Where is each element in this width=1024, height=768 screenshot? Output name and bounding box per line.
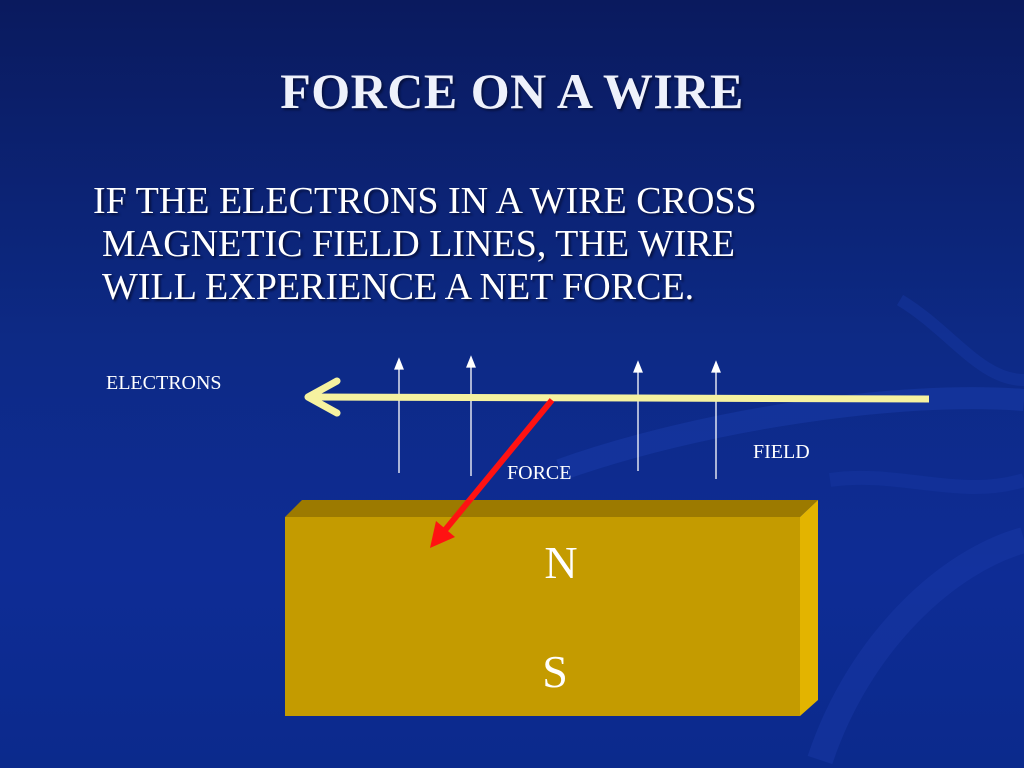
magnet-north-label: N	[544, 537, 578, 588]
bullet-line-3: WILL EXPERIENCE A NET FORCE.	[102, 266, 695, 308]
field-lines	[394, 355, 721, 479]
slide-bullet-text: IF THE ELECTRONS IN A WIRE CROSS MAGNETI…	[93, 180, 933, 309]
magnet-south-label: S	[542, 646, 568, 697]
field-line-arrowhead	[711, 360, 721, 373]
magnet-front-face	[285, 517, 800, 716]
slide-title: FORCE ON A WIRE	[280, 63, 744, 119]
wire-electron-arrow	[309, 393, 930, 403]
electrons-label: ELECTRONS	[106, 372, 222, 394]
bullet-line-1: IF THE ELECTRONS IN A WIRE CROSS	[93, 180, 757, 222]
magnet-top-face	[285, 500, 818, 517]
field-line-arrowhead	[394, 357, 404, 370]
field-line-arrowhead	[633, 360, 643, 373]
magnet-side-face	[800, 500, 818, 716]
force-arrowhead	[430, 521, 455, 548]
field-line-arrowhead	[466, 355, 476, 368]
wire-arrowhead	[304, 377, 341, 417]
force-arrow	[438, 398, 555, 537]
bullet-line-2: MAGNETIC FIELD LINES, THE WIRE	[102, 223, 735, 265]
force-label: FORCE	[507, 462, 572, 484]
field-label: FIELD	[753, 441, 810, 463]
